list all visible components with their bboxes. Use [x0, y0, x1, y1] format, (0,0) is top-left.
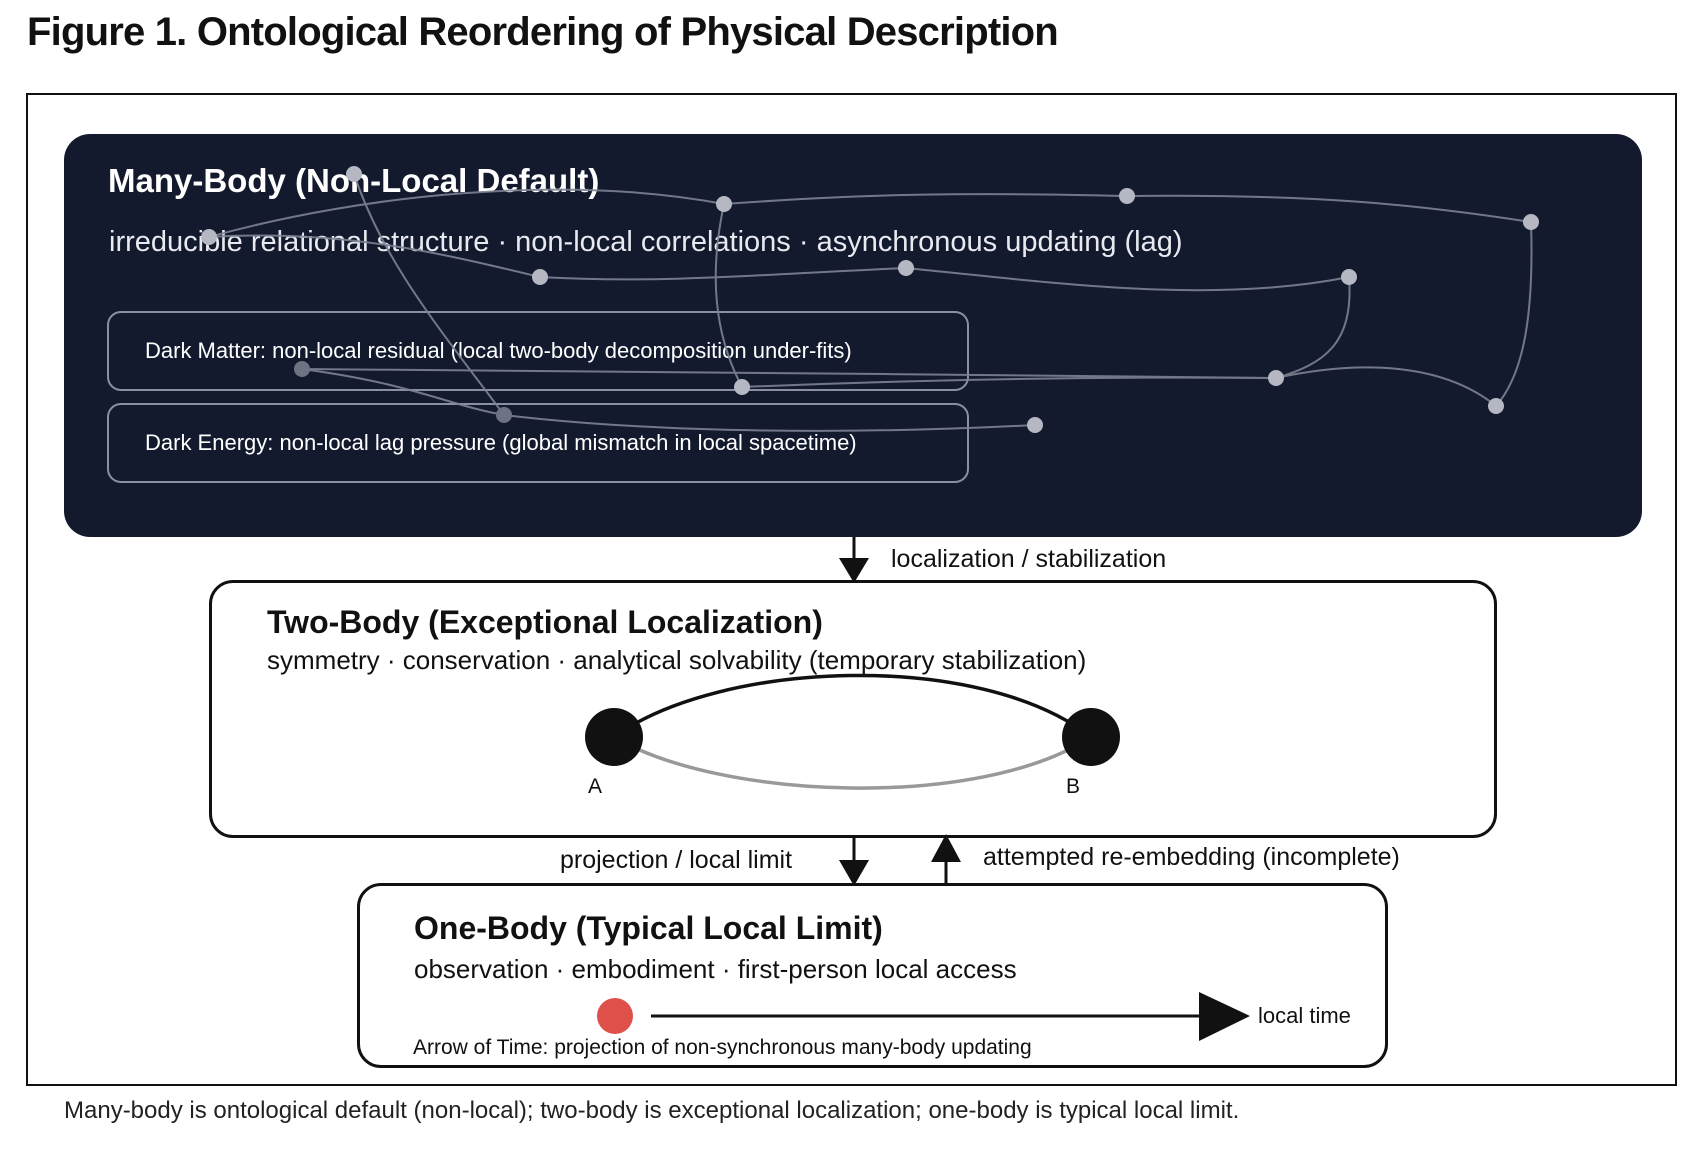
localization-label: localization / stabilization — [891, 545, 1167, 573]
dark-matter-label: Dark Matter: non-local residual (local t… — [145, 338, 852, 363]
network-edge — [905, 267, 1350, 292]
dark-energy-box: Dark Energy: non-local lag pressure (glo… — [107, 403, 969, 483]
network-node — [201, 229, 217, 245]
re-embedding-label: attempted re-embedding (incomplete) — [983, 843, 1400, 871]
network-node — [496, 407, 512, 423]
network-node — [532, 269, 548, 285]
network-node — [294, 361, 310, 377]
network-node — [346, 166, 362, 182]
network-edge — [301, 368, 505, 416]
one-body-panel: One-Body (Typical Local Limit) observati… — [357, 883, 1388, 1068]
figure-frame — [26, 93, 1677, 1086]
figure-title: Figure 1. Ontological Reordering of Phys… — [27, 10, 1059, 54]
network-edge — [1275, 366, 1497, 407]
arrow-of-time-label: Arrow of Time: projection of non-synchro… — [413, 1036, 1032, 1059]
network-node — [716, 196, 732, 212]
network-node — [898, 260, 914, 276]
network-edge — [353, 173, 505, 416]
network-edge — [208, 234, 541, 278]
network-edge — [1275, 276, 1351, 379]
correlation-network — [201, 166, 1539, 433]
network-edges — [208, 173, 1533, 432]
network-edge — [503, 414, 1036, 432]
local-time-label: local time — [1258, 1003, 1351, 1028]
network-edge — [539, 267, 907, 281]
two-body-panel: Two-Body (Exceptional Localization) symm… — [209, 580, 1497, 838]
network-edge — [208, 188, 725, 238]
network-node — [1027, 417, 1043, 433]
network-edge — [723, 193, 1128, 205]
one-body-subtitle: observation · embodiment · first-person … — [414, 954, 1017, 984]
figure-caption: Many-body is ontological default (non-lo… — [64, 1097, 1240, 1124]
projection-label: projection / local limit — [560, 846, 793, 874]
dark-energy-label: Dark Energy: non-local lag pressure (glo… — [145, 430, 857, 455]
network-edge — [714, 203, 743, 388]
two-body-title: Two-Body (Exceptional Localization) — [267, 604, 823, 640]
one-body-title: One-Body (Typical Local Limit) — [414, 910, 883, 946]
network-edge — [301, 368, 1277, 379]
network-edge — [741, 376, 1277, 388]
many-body-panel: Many-Body (Non-Local Default) irreducibl… — [64, 134, 1642, 537]
network-node — [1523, 214, 1539, 230]
network-node — [1488, 398, 1504, 414]
network-edge — [1126, 194, 1532, 223]
node-b-label: B — [1066, 775, 1081, 798]
network-nodes — [201, 166, 1539, 433]
network-edge — [1495, 221, 1533, 407]
many-body-subtitle: irreducible relational structure · non-l… — [109, 226, 1183, 258]
network-node — [734, 379, 750, 395]
dark-matter-box: Dark Matter: non-local residual (local t… — [107, 311, 969, 391]
network-node — [1268, 370, 1284, 386]
two-body-subtitle: symmetry · conservation · analytical sol… — [267, 645, 1087, 675]
node-a-label: A — [588, 775, 603, 798]
network-node — [1341, 269, 1357, 285]
network-node — [1119, 188, 1135, 204]
